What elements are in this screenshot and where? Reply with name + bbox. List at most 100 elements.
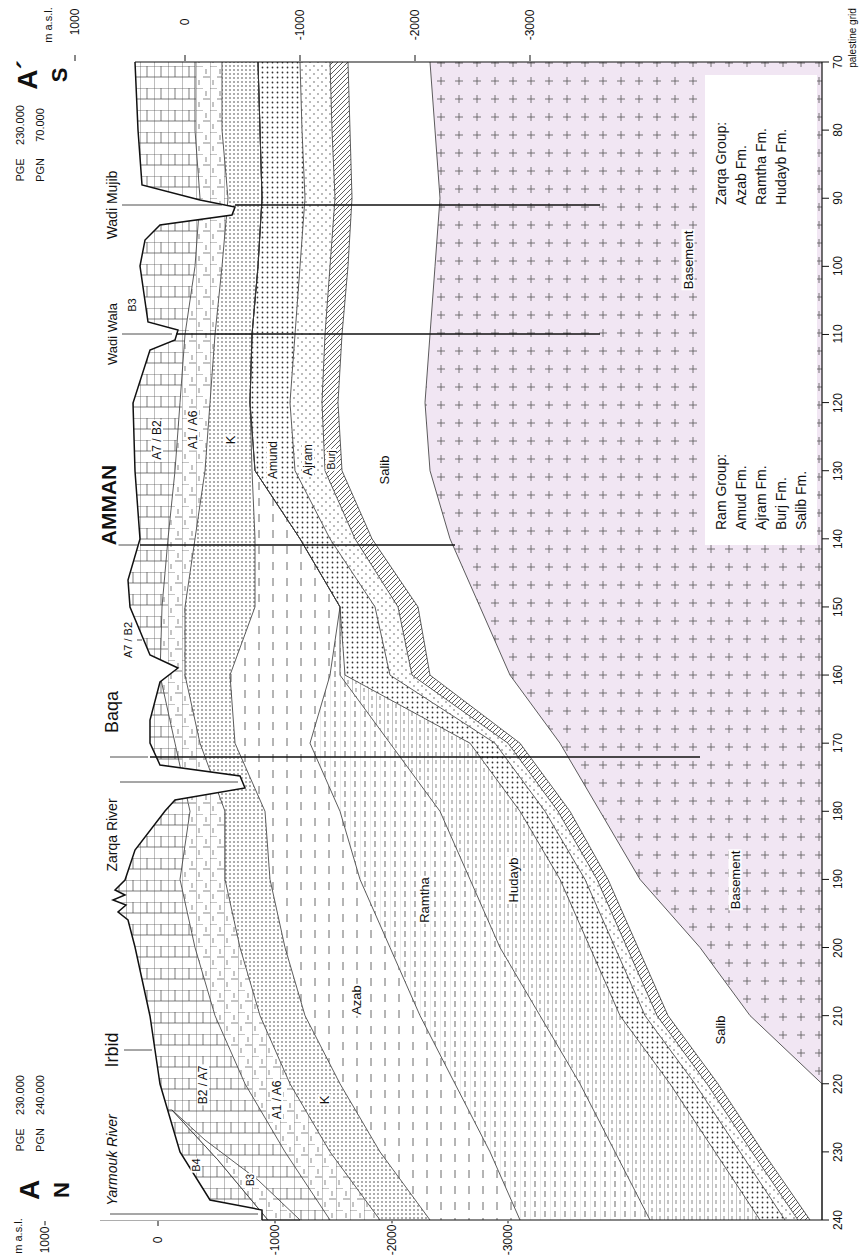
map-label: PGN (35, 157, 46, 183)
leader-lines (100, 205, 258, 1214)
map-label: Amund (267, 440, 279, 480)
grid-number: 220 (832, 1073, 844, 1095)
map-label: -1000 (269, 1224, 281, 1257)
leader-line (120, 782, 238, 783)
grid-tick (822, 879, 829, 880)
grid-number: 70 (832, 54, 844, 69)
grid-tick (822, 1220, 829, 1221)
map-label: 240.000 (35, 1074, 46, 1116)
horizon-line (250, 62, 520, 1220)
map-label: 0 (152, 1236, 164, 1245)
grid-tick (822, 334, 829, 335)
map-label: Zarqa River (105, 797, 119, 872)
map-label: 230.000 (15, 1074, 26, 1116)
map-label: Azab (350, 984, 363, 1016)
map-label: PGE (15, 1127, 26, 1152)
elevation-tick (530, 55, 531, 61)
map-label: PGE (15, 157, 26, 182)
leader-line (110, 1214, 258, 1215)
fault-line (176, 333, 600, 334)
sky (0, 62, 262, 1220)
map-label: A1 / A6 (187, 410, 199, 451)
grid-tick (822, 470, 829, 471)
map-label: Ramtha (418, 876, 431, 924)
grid-number: 180 (832, 800, 844, 822)
grid-number: 140 (832, 528, 844, 550)
section-end (262, 1219, 822, 1220)
grid-tick (822, 1015, 829, 1016)
map-label: N (51, 1181, 73, 1199)
grid-number: 160 (832, 664, 844, 686)
leader-line (122, 334, 172, 335)
map-label: B3 (246, 1173, 256, 1187)
leader-line (122, 205, 222, 206)
formation-name: Ramtha Fm. (752, 128, 770, 205)
map-label: B4 (191, 1157, 202, 1172)
grid-tick (822, 130, 829, 131)
map-label: Yarmouk River (105, 1113, 119, 1207)
grid-number: 120 (832, 392, 844, 414)
formation-name: Amud Fm. (732, 465, 750, 530)
formation-name: Salib Fm. (792, 471, 810, 530)
map-label: palestine grid (848, 7, 858, 68)
fault-line (140, 544, 455, 545)
map-label: B3 (127, 297, 138, 312)
formation-name: Azab Fm. (732, 145, 750, 205)
map-label: m a.s.l. (13, 1217, 24, 1254)
grid-number: 230 (832, 1141, 844, 1163)
grid-number: 90 (832, 191, 844, 206)
map-label: -3000 (524, 9, 536, 42)
grid-tick (822, 266, 829, 267)
grid-tick (822, 1083, 829, 1084)
leader-line (124, 1050, 152, 1051)
horizon-line (160, 62, 330, 1220)
formation-name: Ram Group: (712, 454, 730, 530)
grid-tick (822, 62, 829, 63)
map-label: Irbid (103, 1031, 121, 1068)
map-label: Salib (378, 455, 391, 486)
map-label: Ajram (302, 443, 314, 476)
map-label: K (318, 1095, 331, 1106)
elevation-tick (300, 55, 301, 61)
map-label: 1000 (69, 8, 81, 37)
map-label: Salib (714, 1015, 727, 1046)
grid-number: 80 (832, 122, 844, 137)
elevation-tick (158, 1221, 159, 1226)
map-label: -3000 (502, 1224, 514, 1257)
map-label: 70.000 (35, 107, 46, 143)
map-label: A1 / A6 (271, 1080, 283, 1121)
map-label: -2000 (409, 9, 421, 42)
grid-tick (822, 743, 829, 744)
elevation-tick (415, 55, 416, 61)
map-label: A (16, 1179, 44, 1201)
strata (0, 55, 829, 1226)
fault-line (150, 756, 700, 757)
elevation-tick (185, 55, 186, 61)
grid-number: 150 (832, 596, 844, 618)
map-label: 230.000 (15, 104, 26, 146)
map-label: -2000 (386, 1224, 398, 1257)
map-label: K (224, 435, 237, 446)
map-label: Wadi Mujib (105, 170, 119, 241)
map-label: -1000 (294, 9, 306, 42)
grid-number: 130 (832, 460, 844, 482)
grid-number: 210 (832, 1005, 844, 1027)
map-label: B2 / A7 (197, 1065, 209, 1106)
grid-number: 200 (832, 937, 844, 959)
grid-number: 190 (832, 868, 844, 890)
grid-tick (822, 402, 829, 403)
horizon-line (250, 62, 650, 1220)
topography (113, 62, 262, 1220)
elevation-tick (75, 55, 76, 61)
map-label: S (49, 67, 71, 84)
map-label: PGN (35, 1127, 46, 1153)
map-label: Wadi Wala (106, 302, 119, 366)
formation-name: Burj Fm. (772, 477, 790, 530)
grid-tick (822, 606, 829, 607)
leader-line (137, 640, 142, 641)
horizon-line (185, 62, 380, 1220)
grid-tick (822, 811, 829, 812)
map-label: A7 / B2 (123, 621, 134, 659)
map-label: Hudayb (507, 857, 520, 904)
